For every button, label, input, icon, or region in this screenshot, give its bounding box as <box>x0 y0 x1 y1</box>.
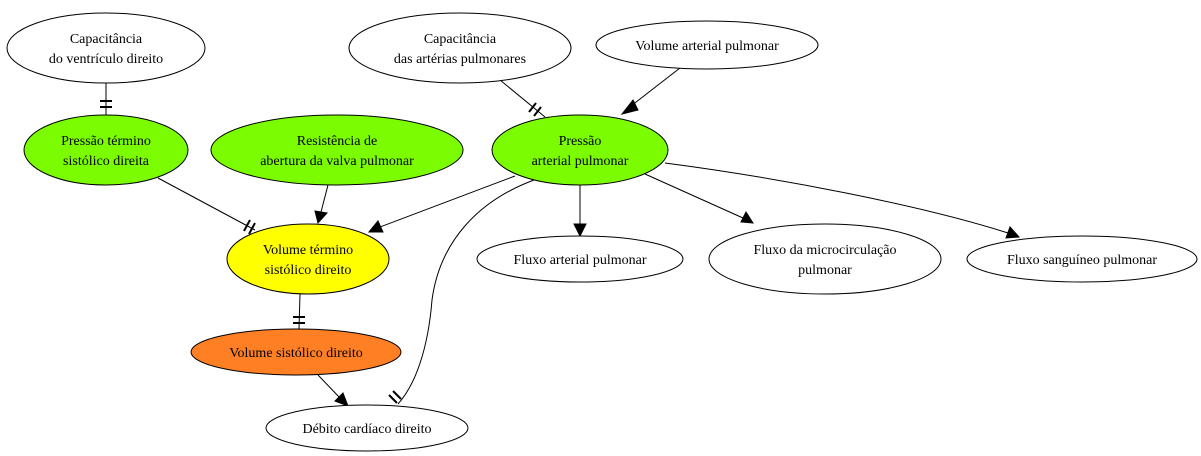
edge-line <box>317 374 341 399</box>
edge-line <box>630 67 681 107</box>
node-label: Volume arterial pulmonar <box>635 39 779 54</box>
node-label: Fluxo da microcirculação <box>753 243 896 258</box>
node-label: Fluxo sanguíneo pulmonar <box>1007 253 1157 268</box>
arrowhead <box>314 210 328 225</box>
node-ellipse <box>23 114 189 186</box>
node-label: Volume término <box>263 243 353 258</box>
edge-vs_d-to-dc_d <box>317 374 349 407</box>
edge-pap-to-fsp <box>664 162 1021 239</box>
edge-pts_d-to-vts_d <box>157 177 256 235</box>
inhibit-mark <box>392 390 402 400</box>
node-label: arterial pulmonar <box>532 154 629 169</box>
edge-line <box>157 177 256 231</box>
node-ellipse <box>210 114 464 186</box>
node-cap_ap: Capacitância das artérias pulmonares <box>348 12 572 84</box>
node-label: Capacitância <box>424 32 497 47</box>
node-ellipse <box>6 12 206 84</box>
edge-pap-to-fap <box>573 185 587 238</box>
node-ellipse <box>265 404 469 452</box>
node-label: Pressão <box>559 134 602 149</box>
node-vs_d: Volume sistólico direito <box>190 328 402 376</box>
inhibit-mark <box>388 394 398 404</box>
node-vts_d: Volume término sistólico direito <box>226 223 390 295</box>
arrowhead <box>1005 226 1021 239</box>
edge-pap-to-dc_d <box>388 179 535 405</box>
node-fap: Fluxo arterial pulmonar <box>476 235 684 283</box>
node-label: do ventrículo direito <box>49 52 163 67</box>
node-label: sistólico direito <box>265 263 352 278</box>
node-label: pulmonar <box>798 263 852 278</box>
node-ellipse <box>348 12 572 84</box>
inhibit-mark <box>243 219 251 232</box>
node-res_vp: Resistência de abertura da valva pulmonar <box>210 114 464 186</box>
node-ellipse <box>226 223 390 295</box>
edge-cap_ap-to-pap <box>499 79 546 118</box>
arrowhead <box>573 223 587 238</box>
node-pap: Pressão arterial pulmonar <box>491 114 669 186</box>
node-vol_ap: Volume arterial pulmonar <box>595 20 819 70</box>
node-label: sistólico direita <box>63 154 150 169</box>
node-label: Resistência de <box>297 134 377 149</box>
edge-vol_ap-to-pap <box>620 67 681 115</box>
arrowhead <box>334 392 349 407</box>
edge-res_vp-to-vts_d <box>314 184 329 225</box>
edge-pap-to-vts_d <box>367 175 516 233</box>
arrowhead <box>367 220 384 233</box>
node-fmp: Fluxo da microcirculação pulmonar <box>708 223 942 295</box>
node-label: Débito cardíaco direito <box>302 422 431 437</box>
edges-layer <box>100 67 1021 407</box>
node-label: das artérias pulmonares <box>394 52 526 67</box>
node-label: Volume sistólico direito <box>229 346 363 361</box>
node-ellipse <box>966 235 1198 283</box>
node-ellipse <box>595 20 819 70</box>
inhibit-mark <box>533 106 542 117</box>
edge-line <box>397 179 535 405</box>
edge-line <box>664 162 1009 234</box>
node-ellipse <box>476 235 684 283</box>
node-ellipse <box>708 223 942 295</box>
node-ellipse <box>190 328 402 376</box>
node-label: Fluxo arterial pulmonar <box>514 253 647 268</box>
edge-pap-to-fmp <box>644 173 754 224</box>
node-label: Capacitância <box>70 32 143 47</box>
arrowhead <box>740 210 754 224</box>
node-dc_d: Débito cardíaco direito <box>265 404 469 452</box>
node-pts_d: Pressão término sistólico direita <box>23 114 189 186</box>
node-ellipse <box>491 114 669 186</box>
node-label: Pressão término <box>61 134 151 149</box>
edge-line <box>379 175 516 228</box>
arrowhead <box>620 99 639 115</box>
node-label: abertura da valva pulmonar <box>260 154 414 169</box>
node-fsp: Fluxo sanguíneo pulmonar <box>966 235 1198 283</box>
edge-vts_d-to-vs_d <box>293 293 305 330</box>
edge-line <box>320 184 329 213</box>
node-cap_vd: Capacitância do ventrículo direito <box>6 12 206 84</box>
inhibit-mark <box>248 222 256 235</box>
edge-cap_vd-to-pts_d <box>100 83 112 115</box>
inhibit-mark <box>528 102 537 113</box>
edge-line <box>644 173 744 219</box>
